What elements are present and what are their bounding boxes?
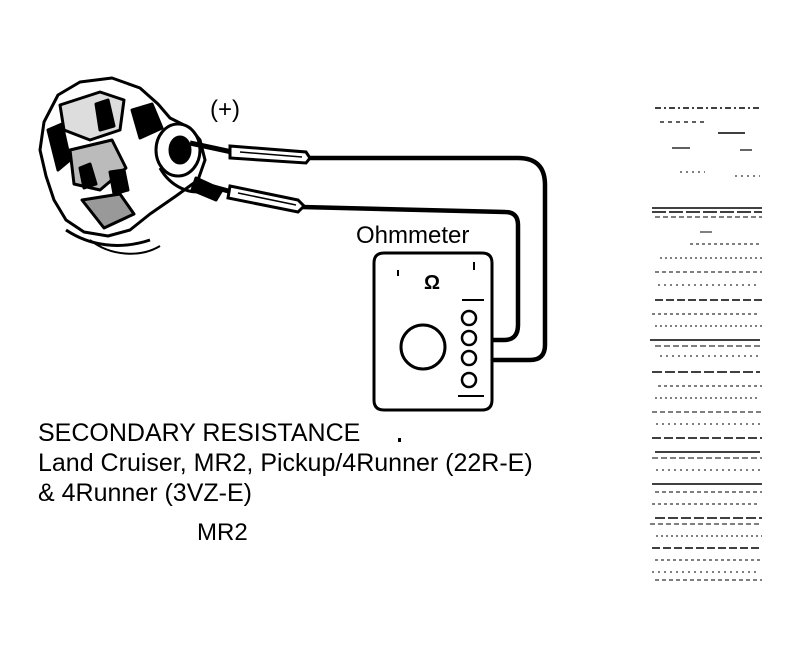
caption-models-continued: & 4Runner (3VZ-E) (38, 479, 252, 507)
lead-wire-lower (301, 204, 521, 343)
stray-mark (398, 438, 401, 442)
cropped-text-fragment: MR2 (197, 519, 248, 546)
ohm-symbol: Ω (424, 272, 440, 294)
polarity-label: (+) (210, 96, 240, 123)
test-probe-positive (189, 140, 312, 165)
adjacent-page-column (650, 107, 762, 581)
jack-2 (460, 329, 478, 347)
jack-1 (460, 309, 478, 327)
test-probe-negative (209, 183, 307, 214)
ohmmeter-body (372, 251, 494, 412)
jack-4 (460, 371, 478, 389)
caption-models: Land Cruiser, MR2, Pickup/4Runner (22R-E… (38, 449, 533, 477)
jack-3 (460, 349, 478, 367)
lead-wire-upper (308, 155, 548, 363)
figure-caption: SECONDARY RESISTANCE Land Cruiser, MR2, … (38, 418, 533, 508)
dial-knob (399, 323, 447, 371)
caption-title: SECONDARY RESISTANCE (38, 419, 361, 447)
ohmmeter-label: Ohmmeter (356, 222, 469, 249)
distributor-illustration (38, 76, 224, 255)
